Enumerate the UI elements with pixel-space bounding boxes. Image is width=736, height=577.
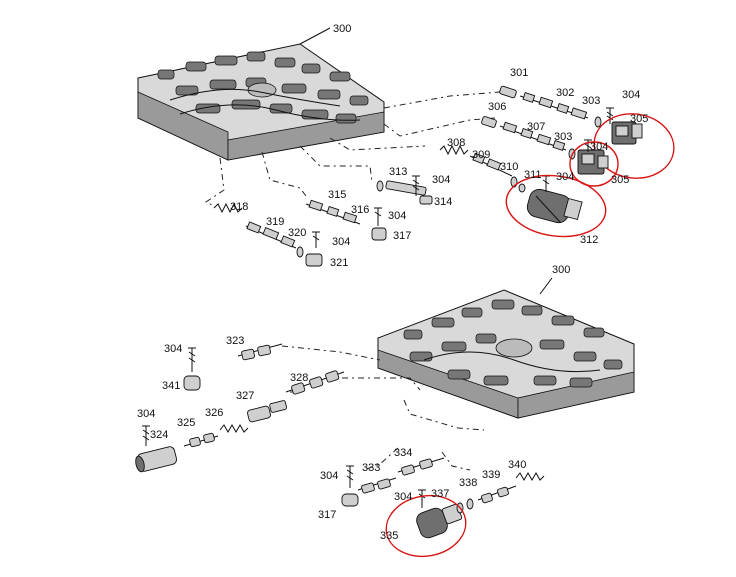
callout-315: 315: [328, 189, 346, 201]
part-308-spring: [439, 144, 469, 156]
callout-305-b: 305: [611, 174, 629, 186]
callout-324: 324: [150, 429, 168, 441]
callout-318: 318: [230, 201, 248, 213]
part-341-plug: [183, 375, 201, 391]
part-315-valve: [305, 199, 361, 225]
part-326-spring: [219, 423, 249, 434]
callout-308: 308: [447, 137, 465, 149]
upper-leader-lines: [205, 91, 501, 207]
part-316-bolt: [374, 207, 382, 226]
callout-304-i: 304: [320, 470, 338, 482]
callout-300-upper: 300: [333, 23, 351, 35]
part-301: [499, 85, 517, 99]
callout-305-a: 305: [630, 113, 648, 125]
part-325-valve: [183, 432, 219, 448]
callout-312: 312: [580, 234, 598, 246]
part-317-upper: [371, 227, 387, 241]
callout-304-g: 304: [164, 343, 182, 355]
callout-304-a: 304: [622, 89, 640, 101]
callout-326: 326: [205, 407, 223, 419]
callout-319: 319: [266, 216, 284, 228]
part-309-valve: [469, 152, 513, 177]
part-340-spring: [515, 471, 545, 482]
bolt-304-333: [346, 465, 354, 488]
upper-valve-body-plate: [137, 27, 385, 161]
annotation-circle-335: [385, 494, 467, 558]
lower-valve-body-plate: [377, 277, 635, 419]
solenoid-335: [416, 503, 463, 539]
part-318-spring: [213, 202, 243, 214]
callout-328: 328: [290, 372, 308, 384]
part-334-valve: [397, 457, 445, 476]
callout-304-b: 304: [590, 141, 608, 153]
callout-333: 333: [362, 462, 380, 474]
callout-325: 325: [177, 417, 195, 429]
callout-317-a: 317: [393, 230, 411, 242]
callout-304-h: 304: [137, 408, 155, 420]
annotation-circle-312: [505, 174, 607, 238]
callout-309: 309: [472, 149, 490, 161]
callout-341: 341: [162, 380, 180, 392]
callout-306: 306: [488, 101, 506, 113]
solenoid-312: [526, 188, 583, 224]
callout-314: 314: [434, 196, 452, 208]
part-327-valve: [247, 400, 287, 423]
bolt-304-321: [312, 231, 320, 248]
part-306: [481, 116, 497, 128]
callout-302: 302: [556, 87, 574, 99]
callout-313: 313: [389, 166, 407, 178]
callout-327: 327: [236, 390, 254, 402]
callout-316: 316: [351, 204, 369, 216]
part-339-valve: [477, 485, 517, 504]
callout-304-f: 304: [332, 236, 350, 248]
callout-300-lower: 300: [552, 264, 570, 276]
callout-310: 310: [500, 161, 518, 173]
solenoid-305-upper: [611, 121, 643, 145]
bolt-304-341: [188, 347, 196, 372]
part-303-seal: [594, 116, 602, 128]
part-311: [518, 183, 526, 193]
callout-339: 339: [482, 469, 500, 481]
callout-304-d: 304: [556, 171, 574, 183]
callout-337: 337: [431, 488, 449, 500]
part-321-plug: [305, 253, 323, 267]
bolt-304-upper: [606, 107, 614, 124]
part-320: [296, 246, 304, 258]
callout-323: 323: [226, 335, 244, 347]
callout-304-e: 304: [388, 210, 406, 222]
bolt-304-335: [418, 489, 426, 508]
part-313-plug: [376, 180, 427, 196]
callout-334: 334: [394, 447, 412, 459]
callout-301: 301: [510, 67, 528, 79]
callout-340: 340: [508, 459, 526, 471]
part-302-valve: [519, 92, 589, 120]
callout-304-c: 304: [432, 174, 450, 186]
callout-311: 311: [524, 169, 542, 181]
part-324-sleeve: [135, 446, 178, 473]
callout-321: 321: [330, 257, 348, 269]
part-317-lower: [341, 493, 359, 507]
callout-317-b: 317: [318, 509, 336, 521]
callout-320: 320: [288, 227, 306, 239]
part-307-valve: [499, 121, 567, 151]
callout-303-a: 303: [582, 95, 600, 107]
part-338: [466, 498, 474, 510]
callout-307: 307: [527, 121, 545, 133]
part-319-valve: [245, 221, 297, 249]
callout-303-b: 303: [554, 131, 572, 143]
annotation-circle-305-upper: [593, 113, 675, 179]
annotation-circle-305-lower: [569, 141, 619, 187]
callout-338: 338: [459, 477, 477, 489]
part-323-valve: [237, 343, 283, 361]
callout-335: 335: [380, 530, 398, 542]
solenoid-305-lower: [577, 149, 609, 175]
part-314-bolt: [412, 175, 433, 205]
part-328-valve: [285, 370, 345, 395]
part-333-valve: [357, 477, 397, 494]
bolt-304-324: [142, 425, 150, 446]
callout-304-j: 304: [394, 491, 412, 503]
